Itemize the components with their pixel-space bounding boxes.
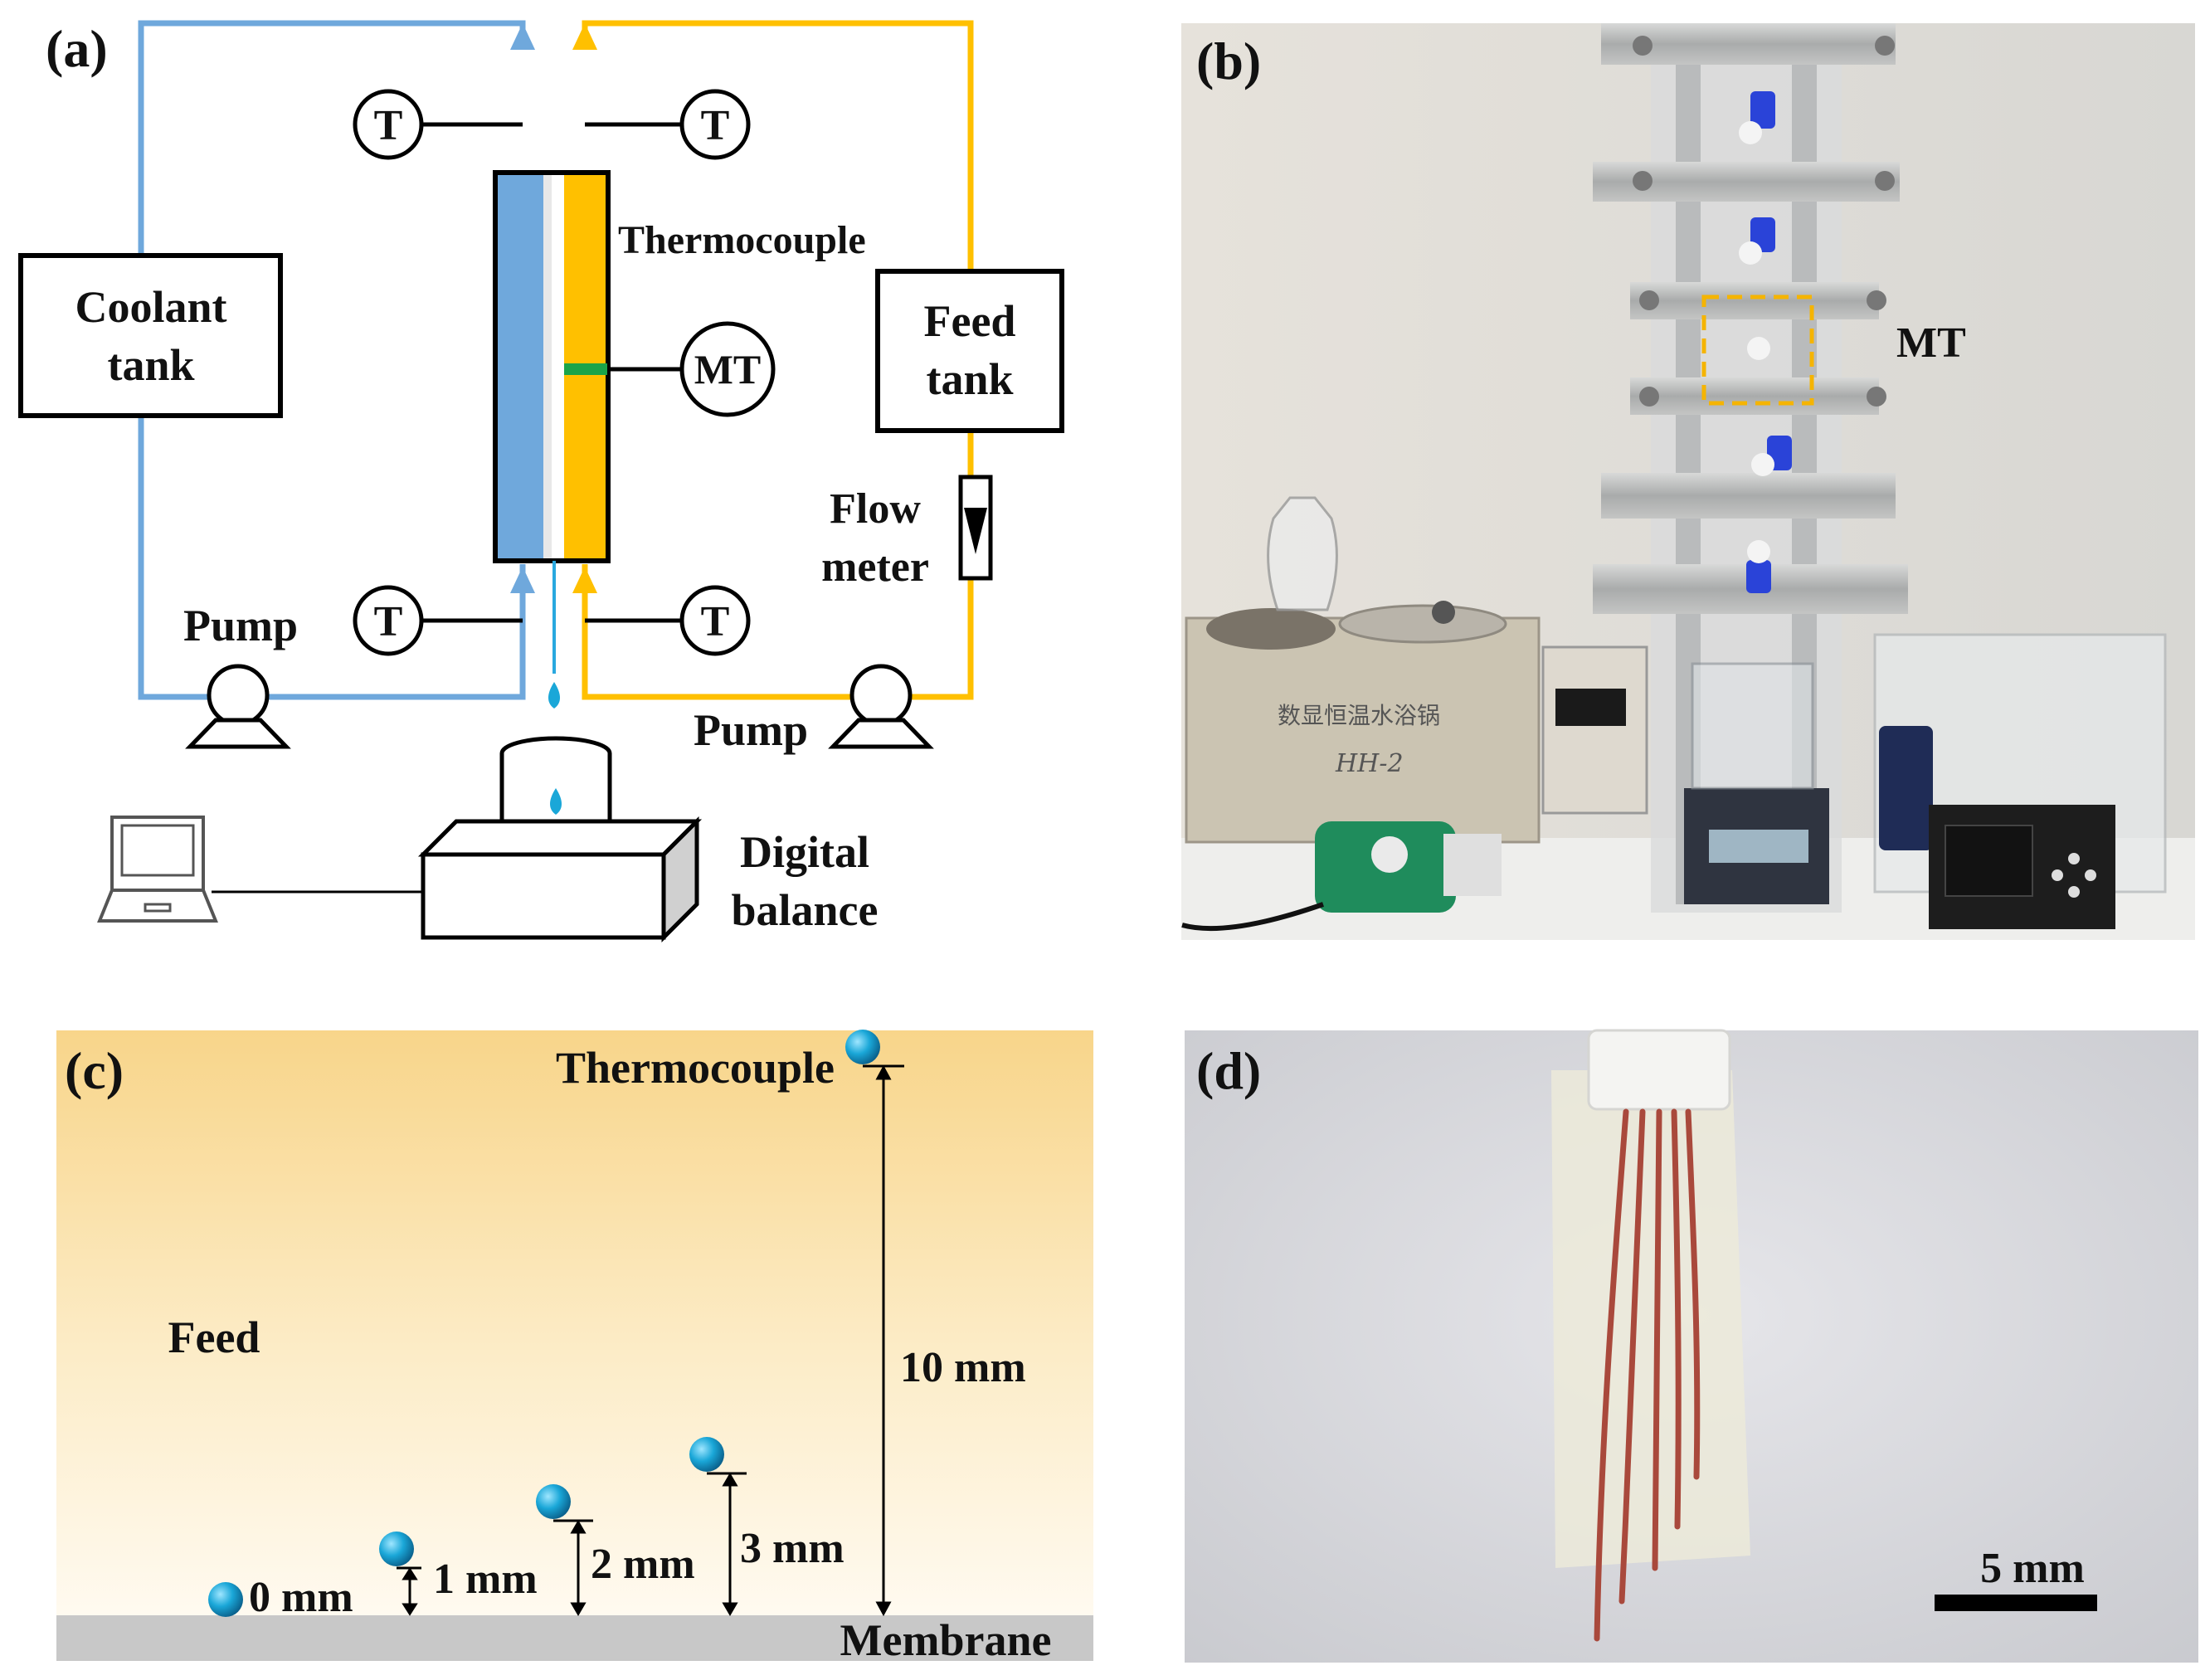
coolant-tank-label-2: tank xyxy=(107,340,194,390)
sensor-ball-1mm xyxy=(379,1531,414,1566)
distance-0mm: 0 mm xyxy=(249,1574,353,1621)
mt-sensor-icon xyxy=(679,321,776,417)
mt-photo-label: MT xyxy=(1896,319,1966,367)
scale-bar-label: 5 mm xyxy=(1980,1545,2085,1592)
panel-c-sensor-positions: (c) Thermocouple Feed Membrane 0 mm 1 mm… xyxy=(0,996,1161,1676)
drop-icon xyxy=(548,682,560,709)
coolant-tank xyxy=(18,253,283,418)
bath-text-1: 数显恒温水浴锅 xyxy=(1278,702,1440,729)
scale-bar xyxy=(1935,1595,2097,1611)
bath-controller xyxy=(1541,645,1648,815)
feed-region xyxy=(56,1030,1093,1615)
sensor-ball-10mm xyxy=(845,1030,880,1064)
valve-icons xyxy=(1739,91,1792,593)
membrane-layer xyxy=(56,1615,1093,1661)
laptop-icon xyxy=(97,816,218,923)
tick-lines xyxy=(397,1064,904,1570)
sensor-ball-2mm xyxy=(536,1484,571,1519)
panel-label-c: (c) xyxy=(65,1041,124,1100)
frame-clamps xyxy=(1593,23,1908,614)
membrane-sheet xyxy=(543,175,552,558)
pump-left-label: Pump xyxy=(183,601,298,650)
power-cable xyxy=(1181,902,1324,932)
panel-b-photo: MT 数显恒温水浴锅 HH-2 (b) xyxy=(1178,0,2205,954)
flow-meter-indicator xyxy=(964,508,987,554)
distance-1mm: 1 mm xyxy=(433,1556,538,1603)
data-logger xyxy=(1929,805,2115,929)
panel-label-d: (d) xyxy=(1196,1041,1261,1100)
bath-text-2: HH-2 xyxy=(1335,749,1404,778)
photo-pump xyxy=(1315,821,1502,913)
digital-balance-label-1: Digital xyxy=(740,827,869,877)
sensor-battery xyxy=(1879,726,1933,850)
flow-meter-label-1: Flow xyxy=(830,485,921,533)
thermocouple-holder xyxy=(1587,1029,1731,1111)
schematic-diagram: (a) Thermocouple MT T T T T xyxy=(18,19,1064,943)
svg-text:T: T xyxy=(701,102,730,149)
thermocouple-label: Thermocouple xyxy=(618,218,866,262)
flow-meter-label-2: meter xyxy=(821,543,929,591)
mt-marker xyxy=(564,363,607,375)
distance-10mm: 10 mm xyxy=(900,1344,1026,1391)
temp-sensor-bottom-left: T xyxy=(353,585,523,656)
distance-2mm: 2 mm xyxy=(591,1541,695,1588)
digital-balance-icon xyxy=(417,816,703,943)
feed-in-arrow xyxy=(572,567,597,593)
plastic-bottle xyxy=(1267,496,1338,611)
temp-sensor-bottom-right: T xyxy=(585,585,751,656)
panel-a-schematic: (a) Thermocouple MT T T T T xyxy=(0,0,1161,954)
coolant-tank-label-1: Coolant xyxy=(75,282,226,332)
pump-left-icon xyxy=(185,664,291,749)
temp-sensor-top-left: T xyxy=(353,89,523,160)
thermocouple-photo: 5 mm (d) xyxy=(1185,1029,2198,1663)
pump-right-icon xyxy=(828,664,934,749)
feed-tank xyxy=(875,269,1064,433)
svg-text:T: T xyxy=(374,102,403,149)
digital-balance-label-2: balance xyxy=(731,885,878,935)
dimension-arrows xyxy=(402,1064,892,1617)
distance-3mm: 3 mm xyxy=(740,1525,845,1572)
feed-tank-label-1: Feed xyxy=(924,296,1016,346)
pump-right-label: Pump xyxy=(694,705,808,755)
membrane-label: Membrane xyxy=(840,1615,1052,1665)
frame-bolts xyxy=(1633,36,1895,407)
panel-label-b: (b) xyxy=(1196,32,1261,90)
tape-strip xyxy=(1551,1070,1750,1568)
setup-photo: MT 数显恒温水浴锅 HH-2 (b) xyxy=(1181,23,2195,940)
sensor-ball-0mm xyxy=(208,1582,243,1617)
panel-d-photo: 5 mm (d) xyxy=(1178,996,2205,1676)
mt-sensor-label: MT xyxy=(694,346,762,392)
bath-display xyxy=(1555,689,1626,726)
thermocouple-title: Thermocouple xyxy=(556,1043,835,1093)
feed-tank-label-2: tank xyxy=(926,354,1013,404)
coolant-out-arrow xyxy=(510,23,535,50)
feed-label: Feed xyxy=(168,1312,260,1362)
coolant-channel xyxy=(498,175,543,558)
svg-text:T: T xyxy=(701,598,730,645)
sensor-position-diagram: (c) Thermocouple Feed Membrane 0 mm 1 mm… xyxy=(56,1030,1093,1665)
mt-highlight-box xyxy=(1701,295,1814,406)
feed-out-arrow xyxy=(572,23,597,50)
svg-text:T: T xyxy=(374,598,403,645)
photo-balance xyxy=(1684,662,1829,904)
panel-label-a: (a) xyxy=(46,19,108,78)
water-bath: 数显恒温水浴锅 HH-2 xyxy=(1185,601,1541,844)
sensor-ball-3mm xyxy=(689,1437,724,1472)
temp-sensor-top-right: T xyxy=(585,89,751,160)
coolant-in-arrow xyxy=(510,567,535,593)
thermocouple-wires xyxy=(1594,1108,1701,1642)
